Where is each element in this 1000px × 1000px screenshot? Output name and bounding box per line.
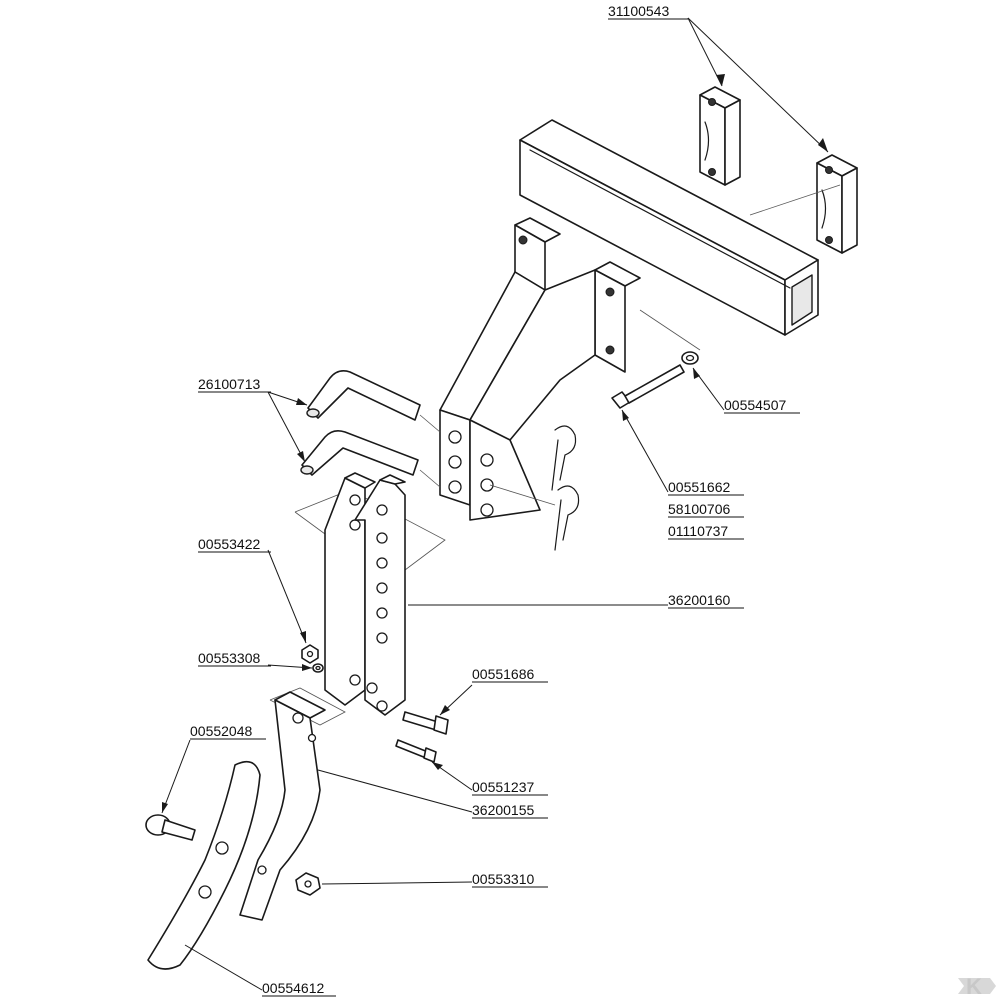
label-handle-pins: 26100713 xyxy=(198,376,261,392)
handle-pin-upper xyxy=(306,370,421,421)
label-tine: 36200155 xyxy=(472,802,535,818)
clamp-left xyxy=(699,86,741,186)
main-bracket xyxy=(439,217,641,521)
label-small-washer: 00553308 xyxy=(198,650,261,666)
tine xyxy=(239,691,326,921)
label-clamp: 31100543 xyxy=(608,3,669,19)
clamp-right xyxy=(816,154,858,254)
label-countersunk-bolt: 00552048 xyxy=(190,723,253,739)
logo-letter: K xyxy=(966,974,982,999)
small-bolt xyxy=(395,739,437,763)
label-nut-upper: 00553422 xyxy=(198,536,261,552)
nut-upper xyxy=(301,644,319,664)
label-long-bolt-a: 00551662 xyxy=(668,479,731,495)
handle-pin-lower xyxy=(300,430,419,476)
label-point: 00554612 xyxy=(262,980,325,996)
r-clip-upper xyxy=(551,425,577,491)
label-nut-lower: 00553310 xyxy=(472,871,535,887)
label-medium-bolt: 00551686 xyxy=(472,666,535,682)
part-number-labels: 31100543 26100713 00554507 00551662 5810… xyxy=(190,3,800,997)
label-shank-plates: 36200160 xyxy=(668,592,731,608)
label-small-bolt: 00551237 xyxy=(472,779,535,795)
washer-upper xyxy=(681,351,699,365)
countersunk-bolt xyxy=(145,814,196,841)
r-clip-lower xyxy=(554,485,580,551)
long-bolt xyxy=(611,364,685,409)
nut-lower xyxy=(295,872,321,896)
medium-bolt xyxy=(402,711,449,735)
label-long-bolt-c: 01110737 xyxy=(668,523,728,539)
leader-lines xyxy=(161,17,829,991)
point-share xyxy=(147,760,261,970)
small-washer xyxy=(312,663,324,673)
label-washer: 00554507 xyxy=(724,397,787,413)
brand-logo: K xyxy=(958,974,996,999)
label-long-bolt-b: 58100706 xyxy=(668,501,731,517)
shank-plate-front xyxy=(354,474,406,716)
square-tube-beam xyxy=(519,119,819,336)
